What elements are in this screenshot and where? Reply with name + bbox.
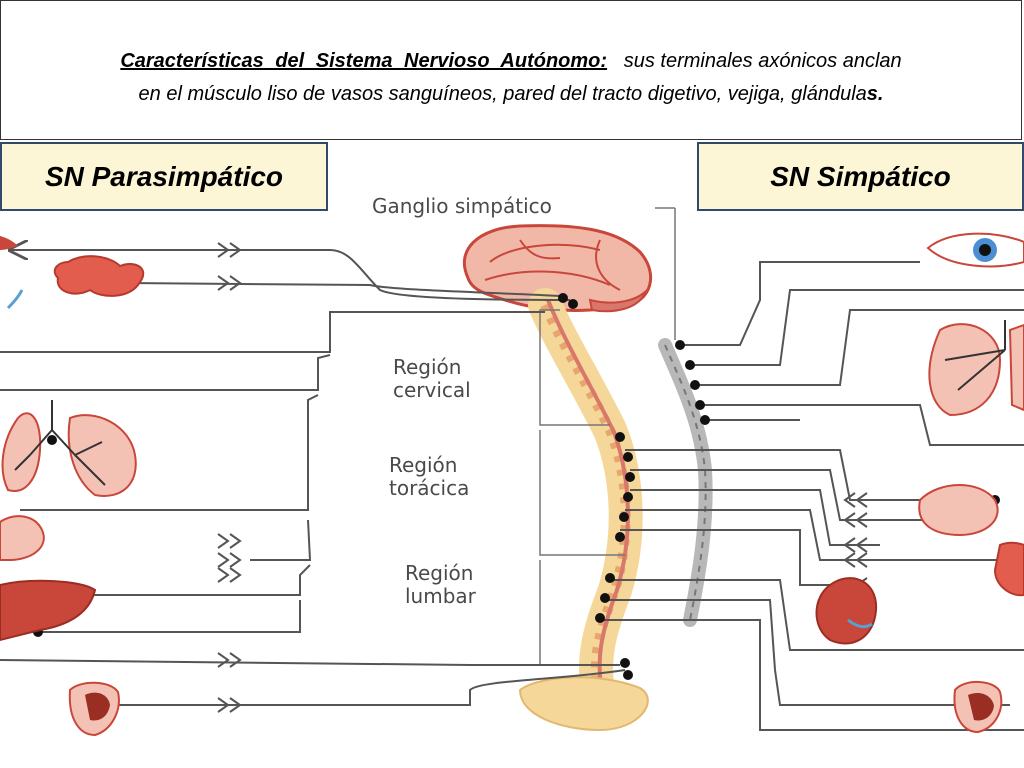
- parasympathetic-label-box: SN Parasimpático: [0, 142, 328, 211]
- thoracic-region-label-2: torácica: [389, 476, 469, 500]
- sympathetic-label-box: SN Simpático: [697, 142, 1024, 211]
- lungs-icon: [1, 400, 137, 497]
- header-line2-end: s.: [866, 83, 884, 105]
- right-organs: [815, 232, 1024, 734]
- bladder-icon: [68, 681, 120, 737]
- salivary-gland-icon: [6, 255, 145, 310]
- sympathetic-title: SN Simpático: [770, 160, 951, 192]
- heart-icon: [0, 515, 45, 561]
- header-panel: Características del Sistema Nervioso Aut…: [0, 0, 1022, 140]
- parasympathetic-title: SN Parasimpático: [44, 160, 284, 192]
- parasympathetic-arrows: [217, 242, 242, 713]
- lumbar-region-label-1: Región: [405, 561, 473, 585]
- ganglion-label: Ganglio simpático: [372, 194, 552, 218]
- header-text: Características del Sistema Nervioso Aut…: [19, 45, 1003, 111]
- cervical-region-label-2: cervical: [393, 378, 471, 402]
- header-title: Características del Sistema Nervioso Aut…: [120, 50, 608, 72]
- stomach-icon: [918, 484, 999, 537]
- kidney-icon: [815, 577, 878, 645]
- eye-partial-icon: [0, 236, 18, 250]
- left-organs: [0, 236, 145, 737]
- eye-icon: [926, 232, 1024, 268]
- liver-icon: [0, 579, 97, 642]
- header-line2: en el músculo liso de vasos sanguíneos, …: [138, 83, 867, 105]
- brain-icon: [462, 224, 653, 313]
- bladder-right-icon: [953, 681, 1003, 734]
- parasympathetic-pathways: [0, 236, 626, 706]
- lumbar-region-label-2: lumbar: [405, 584, 477, 608]
- sympathetic-arrows: [843, 492, 868, 593]
- sympathetic-pathways: [600, 261, 1024, 731]
- cervical-region-label-1: Región: [393, 355, 461, 379]
- thoracic-region-label-1: Región: [389, 453, 457, 477]
- intestine-icon: [993, 541, 1024, 597]
- header-line1: sus terminales axónicos anclan: [623, 50, 902, 72]
- lungs-right-icon: [928, 320, 1024, 417]
